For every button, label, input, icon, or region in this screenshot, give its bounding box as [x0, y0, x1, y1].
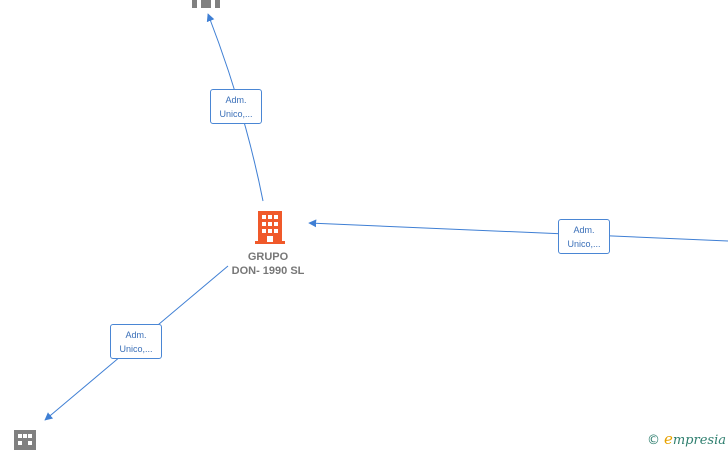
edge-label-line2: Unico,...	[219, 109, 253, 119]
edge-label-line1: Adm.	[573, 225, 595, 235]
edge-label-from-right[interactable]: Adm. Unico,...	[558, 219, 610, 254]
empresia-watermark: ©empresia	[647, 430, 726, 448]
main-company-name-line2: DON- 1990 SL	[231, 265, 305, 277]
edge-label-line1: Adm.	[125, 330, 147, 340]
edge-from-right	[308, 219, 728, 242]
building-icon	[192, 0, 220, 8]
top-company-node[interactable]	[190, 0, 222, 13]
building-icon	[14, 430, 36, 450]
edge-label-line2: Unico,...	[119, 344, 153, 354]
edge-label-to-bottom-left[interactable]: Adm. Unico,...	[110, 324, 162, 359]
brand-initial: e	[663, 430, 673, 448]
brand-name: mpresia	[672, 433, 726, 448]
copyright-symbol: ©	[646, 433, 660, 448]
edge-label-line2: Unico,...	[567, 239, 601, 249]
bottom-left-company-node[interactable]	[12, 428, 38, 455]
main-company-node[interactable]	[254, 209, 286, 250]
edge-label-line1: Adm.	[225, 95, 247, 105]
building-icon	[255, 211, 285, 244]
main-company-name-line1: GRUPO	[247, 251, 289, 263]
edge-label-to-top[interactable]: Adm. Unico,...	[210, 89, 262, 124]
main-company-name[interactable]: GRUPO DON- 1990 SL	[208, 250, 328, 278]
